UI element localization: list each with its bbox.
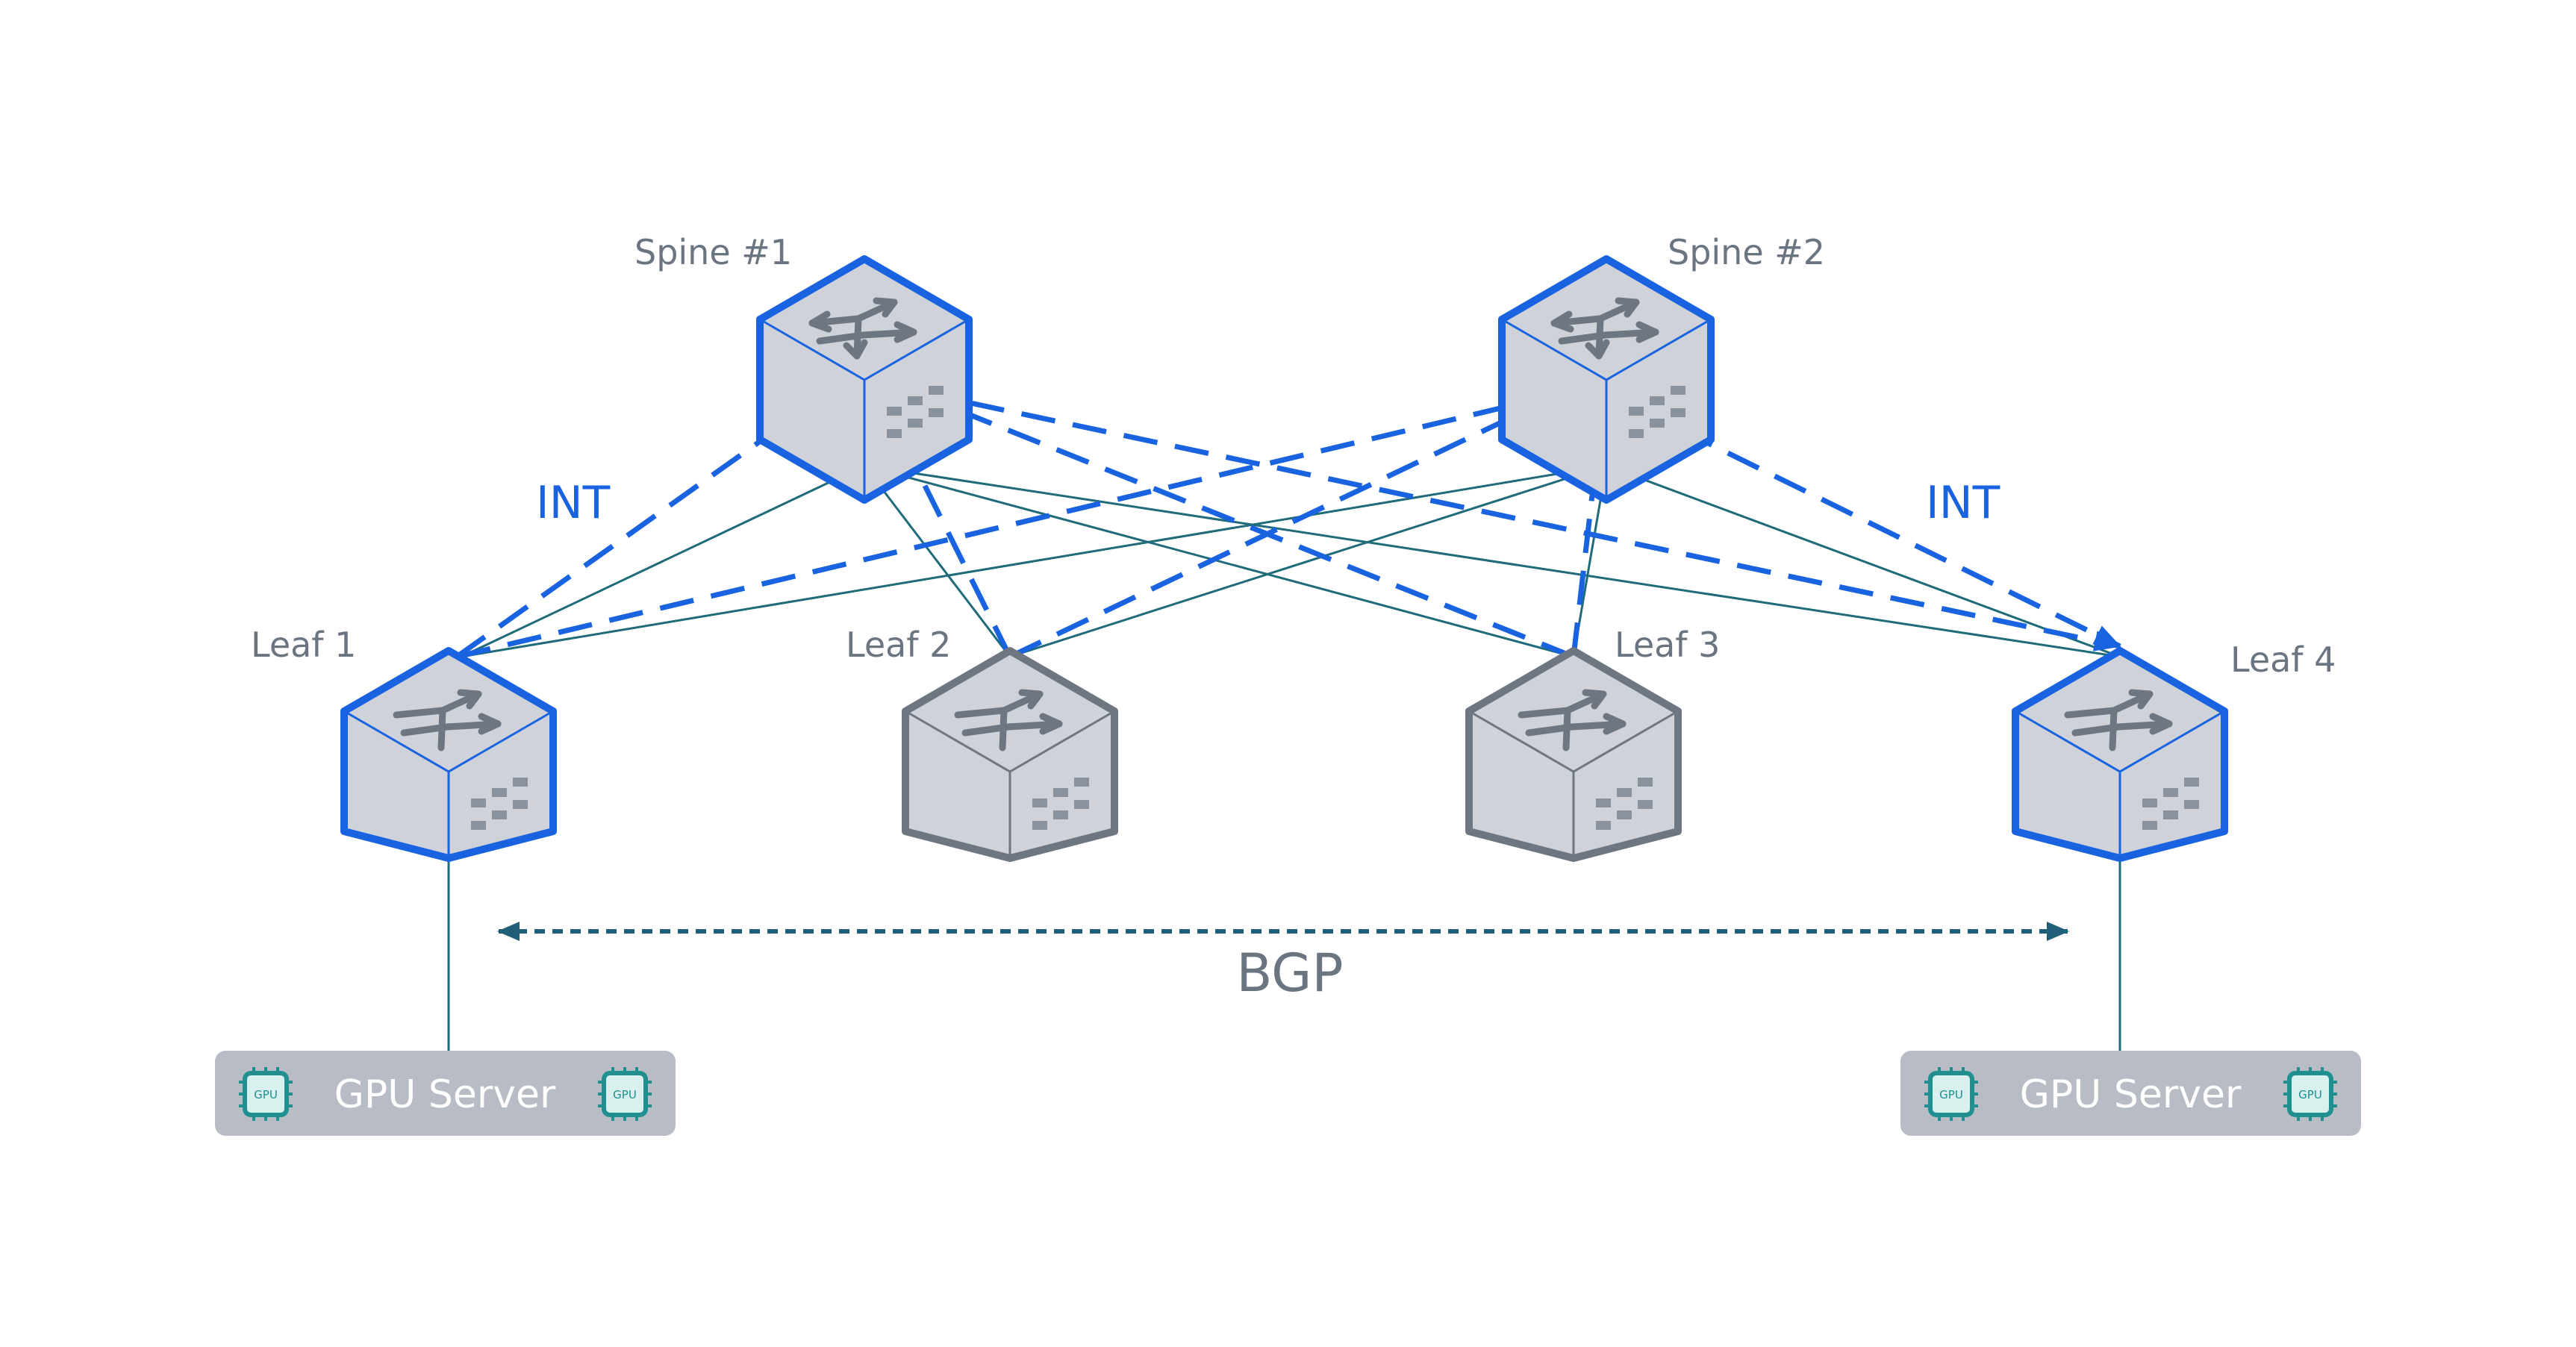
- link-spine1-leaf3: [864, 464, 1574, 658]
- gpu-chip-icon: GPU: [598, 1067, 652, 1121]
- int-leaf1-spine2: [456, 381, 1599, 660]
- link-spine1-leaf1: [461, 464, 865, 658]
- gpu-chip-icon: GPU: [239, 1067, 293, 1121]
- switch-leaf-4[interactable]: [2012, 647, 2228, 862]
- switch-icon: [954, 689, 1063, 751]
- svg-text:GPU: GPU: [1939, 1088, 1963, 1101]
- int-spine2-leaf4: [1680, 427, 2121, 649]
- link-spine2-leaf1: [461, 464, 1607, 658]
- switch-leaf-1[interactable]: [340, 647, 557, 862]
- svg-text:GPU: GPU: [2298, 1088, 2322, 1101]
- gpu-server-right[interactable]: GPU GPU Server GPU: [1900, 1051, 2361, 1136]
- leaf-3-label: Leaf 3: [1615, 625, 1720, 665]
- int-label-right: INT: [1926, 477, 2000, 529]
- switch-icon: [2064, 689, 2173, 751]
- svg-text:GPU: GPU: [254, 1088, 278, 1101]
- switch-icon: [1550, 297, 1659, 360]
- leaf-1-label: Leaf 1: [251, 625, 356, 665]
- int-spine1-leaf4: [970, 400, 2121, 651]
- link-spine2-leaf4: [1606, 464, 2121, 658]
- spine-2-label: Spine #2: [1668, 232, 1825, 272]
- gpu-chip-icon: GPU: [2283, 1067, 2337, 1121]
- gpu-server-left[interactable]: GPU GPU Server GPU: [215, 1051, 676, 1136]
- switch-leaf-3[interactable]: [1465, 647, 1682, 862]
- switch-leaf-2[interactable]: [902, 647, 1118, 862]
- svg-text:GPU: GPU: [613, 1088, 637, 1101]
- leaf-2-label: Leaf 2: [846, 625, 951, 665]
- link-spine1-leaf4: [864, 464, 2121, 658]
- gpu-chip-icon: GPU: [1924, 1067, 1978, 1121]
- fabric-links: [447, 464, 2121, 1051]
- gpu-server-right-label: GPU Server: [2020, 1072, 2242, 1117]
- switch-icon: [1518, 689, 1627, 751]
- switch-icon: [808, 297, 917, 360]
- switch-spine-2[interactable]: [1498, 255, 1715, 504]
- switch-icon: [393, 689, 502, 751]
- leaf-4-label: Leaf 4: [2230, 640, 2336, 680]
- link-spine2-leaf2: [1009, 464, 1607, 658]
- int-label-left: INT: [536, 477, 611, 529]
- int-leaf3-spine1: [887, 379, 1575, 660]
- int-leaf2-spine2: [1008, 412, 1518, 660]
- bgp-label: BGP: [1236, 943, 1343, 1004]
- gpu-server-left-label: GPU Server: [334, 1072, 556, 1117]
- link-spine1-leaf2: [863, 465, 1011, 657]
- switch-spine-1[interactable]: [756, 255, 973, 504]
- spine-1-label: Spine #1: [634, 232, 792, 272]
